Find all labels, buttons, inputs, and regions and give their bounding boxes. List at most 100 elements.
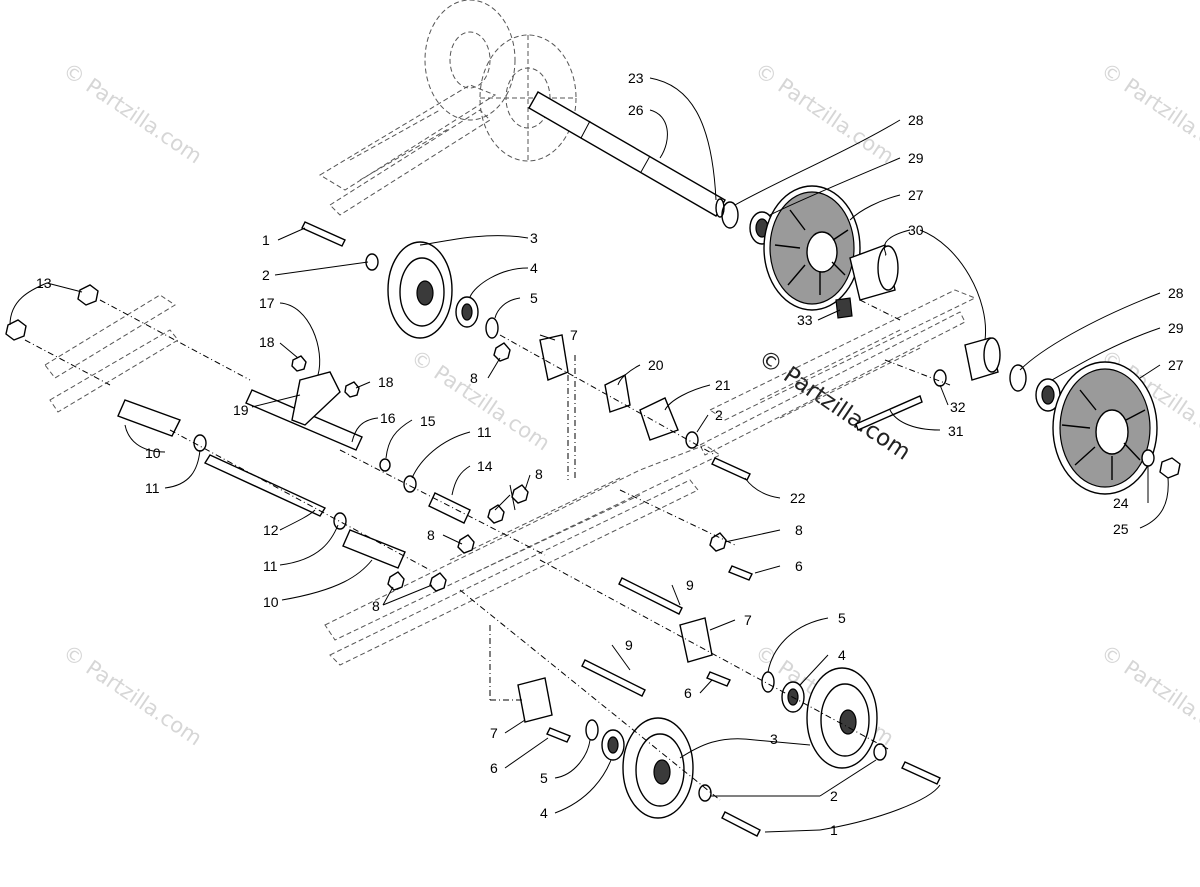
callout-17: 17 xyxy=(259,295,275,311)
spacer-10 xyxy=(342,529,406,569)
bearing-4-left xyxy=(601,729,625,761)
bolt-6 xyxy=(706,671,731,687)
washer-11 xyxy=(403,475,417,493)
bolt-25 xyxy=(1159,457,1181,479)
bracket-7 xyxy=(539,334,569,381)
bolt-1 xyxy=(721,811,761,837)
idler-wheel-3-right xyxy=(806,667,878,769)
idler-wheel-3-left xyxy=(622,717,694,819)
callout-13: 13 xyxy=(36,275,52,291)
spacer-10 xyxy=(117,399,181,437)
nut-8 xyxy=(457,534,475,554)
callout-9: 9 xyxy=(686,577,694,593)
idler-wheel-27-top xyxy=(763,185,861,311)
callout-5: 5 xyxy=(838,610,846,626)
callout-10: 10 xyxy=(263,594,279,610)
lower-rail xyxy=(324,444,722,666)
nut-8 xyxy=(429,572,447,592)
bolt-31 xyxy=(855,395,923,431)
callout-4: 4 xyxy=(530,260,538,276)
upper-rail xyxy=(319,84,497,216)
callout-32: 32 xyxy=(950,399,966,415)
nut-8 xyxy=(493,342,511,362)
callout-10: 10 xyxy=(145,445,161,461)
callout-6: 6 xyxy=(795,558,803,574)
right-rail xyxy=(699,289,977,456)
callout-18: 18 xyxy=(259,334,275,350)
callout-3: 3 xyxy=(530,230,538,246)
callout-29: 29 xyxy=(908,150,924,166)
snap-ring-5 xyxy=(585,719,599,741)
assembly-lines xyxy=(24,299,951,801)
callout-25: 25 xyxy=(1113,521,1129,537)
callout-8: 8 xyxy=(427,527,435,543)
rear-wheel-top-right xyxy=(479,34,577,162)
callout-3: 3 xyxy=(770,731,778,747)
bolt-1 xyxy=(901,761,941,785)
callout-26: 26 xyxy=(628,102,644,118)
callout-23: 23 xyxy=(628,70,644,86)
callout-28: 28 xyxy=(1168,285,1184,301)
nut-8 xyxy=(387,571,405,591)
callout-33: 33 xyxy=(797,312,813,328)
callout-21: 21 xyxy=(715,377,731,393)
callout-2: 2 xyxy=(262,267,270,283)
callout-27: 27 xyxy=(1168,357,1184,373)
leader-lines xyxy=(9,77,1169,833)
callout-16: 16 xyxy=(380,410,396,426)
callout-11: 11 xyxy=(145,480,160,496)
bracket-7 xyxy=(679,617,713,663)
callout-31: 31 xyxy=(948,423,964,439)
left-rail xyxy=(44,294,179,413)
snap-ring-5 xyxy=(761,671,775,693)
arm-17 xyxy=(291,371,341,426)
callout-6: 6 xyxy=(684,685,692,701)
callout-2: 2 xyxy=(715,407,723,423)
snap-ring xyxy=(721,201,739,229)
callout-2: 2 xyxy=(830,788,838,804)
callout-8: 8 xyxy=(535,466,543,482)
hub-30 xyxy=(849,244,899,301)
bearing-4 xyxy=(455,296,479,328)
nut-18 xyxy=(344,381,360,398)
idler-wheel-3-top xyxy=(387,241,453,339)
callout-7: 7 xyxy=(490,725,498,741)
washer-2 xyxy=(685,431,699,449)
washer-2 xyxy=(698,784,712,802)
callout-7: 7 xyxy=(570,327,578,343)
callout-9: 9 xyxy=(625,637,633,653)
callout-18: 18 xyxy=(378,374,394,390)
rear-axle xyxy=(528,91,726,218)
rear-wheel-top-left xyxy=(424,0,516,121)
callout-30: 30 xyxy=(908,222,924,238)
bolt-1 xyxy=(301,221,346,247)
callout-4: 4 xyxy=(838,647,846,663)
washer-2 xyxy=(873,743,887,761)
clip-33 xyxy=(835,297,853,319)
bolt-22 xyxy=(711,457,751,481)
callout-20: 20 xyxy=(648,357,664,373)
callout-8: 8 xyxy=(795,522,803,538)
bracket-7 xyxy=(517,677,553,723)
callout-8: 8 xyxy=(372,598,380,614)
callout-29: 29 xyxy=(1168,320,1184,336)
bushing-20 xyxy=(604,373,631,413)
washer-11 xyxy=(193,434,207,452)
snap-ring xyxy=(1009,364,1027,392)
nut-8 xyxy=(487,504,505,524)
callout-4: 4 xyxy=(540,805,548,821)
bolt-6 xyxy=(546,727,571,743)
nut-18 xyxy=(291,355,307,372)
callout-11: 11 xyxy=(263,558,278,574)
callout-14: 14 xyxy=(477,458,493,474)
bolt-6 xyxy=(728,565,753,581)
hub-30-right xyxy=(964,337,1001,381)
callout-7: 7 xyxy=(744,612,752,628)
ring-15 xyxy=(379,458,391,472)
idler-wheel-27-right xyxy=(1052,361,1158,495)
washer-24 xyxy=(1141,449,1155,467)
callout-12: 12 xyxy=(263,522,279,538)
nut-8 xyxy=(709,532,727,552)
